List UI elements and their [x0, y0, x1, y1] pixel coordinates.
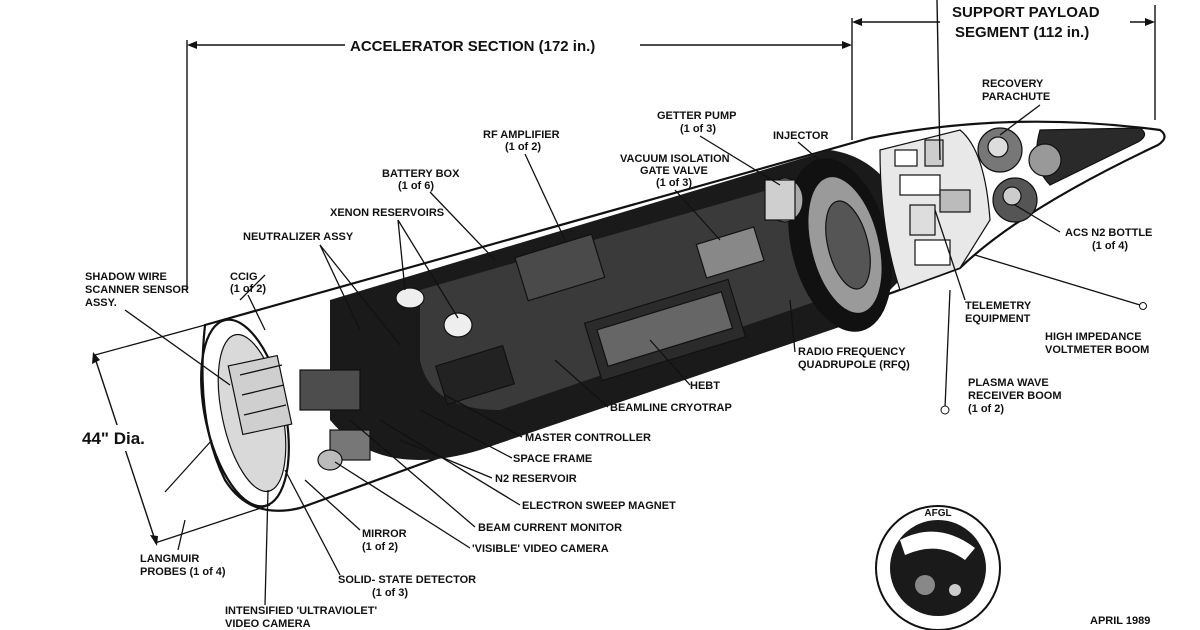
callout-labels: SHADOW WIRE SCANNER SENSOR ASSY. CCIG (1…: [85, 78, 1155, 630]
label-solid-state: SOLID- STATE DETECTOR (1 of 3): [338, 574, 479, 599]
support-payload-dimension: SUPPORT PAYLOAD SEGMENT (112 in.): [852, 4, 1156, 120]
label-visible-camera: 'VISIBLE' VIDEO CAMERA: [472, 543, 609, 555]
label-n2-reservoir: N2 RESERVOIR: [495, 473, 577, 485]
support-payload-line1: SUPPORT PAYLOAD: [952, 4, 1100, 21]
label-uv-camera: INTENSIFIED 'ULTRAVIOLET' VIDEO CAMERA: [225, 605, 380, 630]
label-acs-n2-bottle: ACS N2 BOTTLE (1 of 4): [1065, 227, 1155, 252]
label-plasma-wave: PLASMA WAVE RECEIVER BOOM (1 of 2): [968, 377, 1065, 415]
label-electron-sweep: ELECTRON SWEEP MAGNET: [522, 500, 676, 512]
label-hiv-boom: HIGH IMPEDANCE VOLTMETER BOOM: [1045, 331, 1149, 356]
diameter-label: 44" Dia.: [82, 429, 145, 448]
label-recovery-parachute: RECOVERY PARACHUTE: [982, 78, 1050, 103]
label-langmuir: LANGMUIR PROBES (1 of 4): [140, 553, 226, 578]
label-master-controller: MASTER CONTROLLER: [525, 432, 651, 444]
label-injector: INJECTOR: [773, 130, 828, 142]
label-mirror: MIRROR (1 of 2): [362, 528, 410, 553]
label-xenon: XENON RESERVOIRS: [330, 207, 444, 219]
label-vacuum-gate: VACUUM ISOLATION GATE VALVE (1 of 3): [620, 153, 733, 189]
label-ccig: CCIG (1 of 2): [230, 271, 266, 295]
label-beam-current: BEAM CURRENT MONITOR: [478, 522, 622, 534]
label-neutralizer: NEUTRALIZER ASSY: [243, 231, 354, 243]
accelerator-section-label: ACCELERATOR SECTION (172 in.): [350, 38, 595, 55]
rocket-body: [164, 0, 1166, 512]
label-getter-pump: GETTER PUMP (1 of 3): [657, 110, 739, 135]
label-beamline-cryotrap: BEAMLINE CRYOTRAP: [610, 402, 732, 414]
diameter-dimension: 44" Dia.: [78, 324, 271, 546]
label-rfq: RADIO FREQUENCY QUADRUPOLE (RFQ): [798, 346, 910, 371]
accelerator-dimension: ACCELERATOR SECTION (172 in.): [186, 18, 853, 290]
label-rf-amplifier: RF AMPLIFIER (1 of 2): [483, 129, 563, 153]
label-hebt: HEBT: [690, 380, 720, 392]
logo-ring-text: AFGL: [924, 508, 951, 519]
label-telemetry: TELEMETRY EQUIPMENT: [965, 300, 1034, 325]
support-payload-line2: SEGMENT (112 in.): [955, 24, 1089, 41]
mission-patch-logo: AFGL: [875, 505, 1001, 630]
leader-lines: [124, 104, 1061, 606]
label-shadow-wire: SHADOW WIRE SCANNER SENSOR ASSY.: [85, 271, 192, 309]
label-battery-box: BATTERY BOX (1 of 6): [382, 168, 462, 192]
label-space-frame: SPACE FRAME: [513, 453, 592, 465]
date-label: APRIL 1989: [1090, 615, 1150, 627]
